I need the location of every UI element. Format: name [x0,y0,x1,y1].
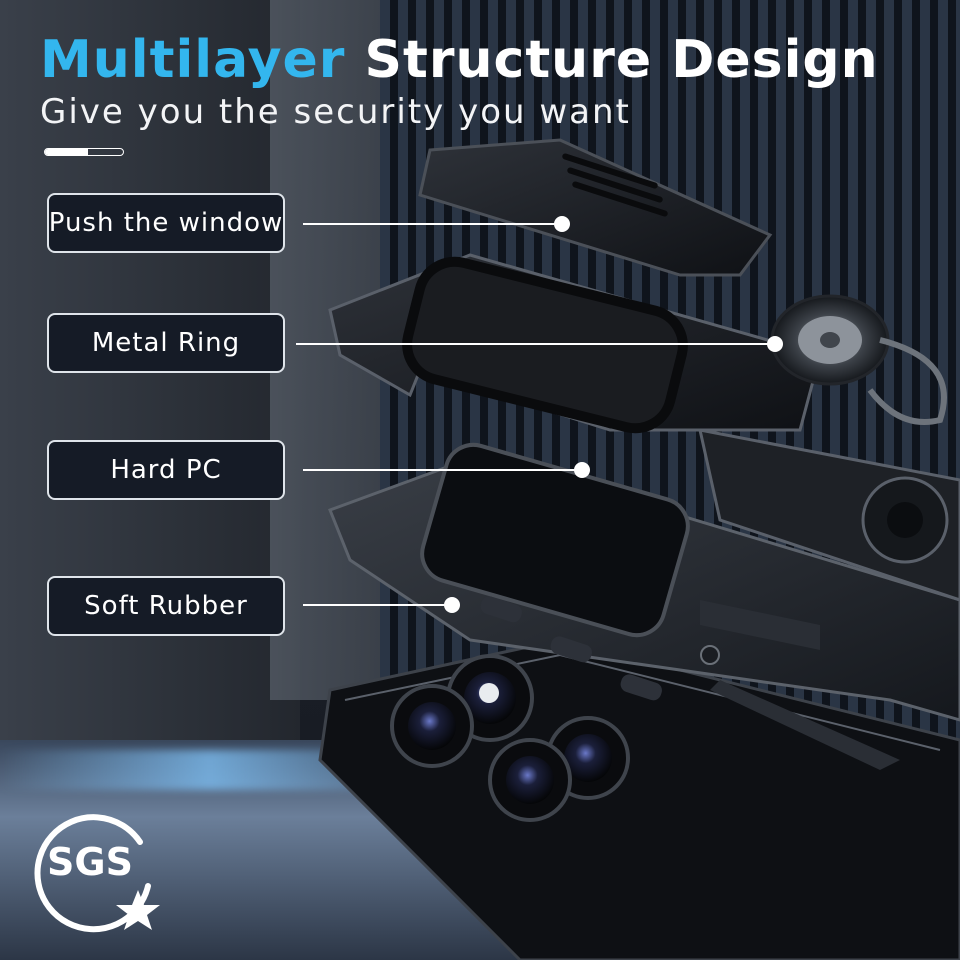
sgs-badge-text: SGS [47,840,133,884]
leader-line-hard-pc [303,469,581,471]
leader-dot-metal-ring [767,336,783,352]
title-rest: Structure Design [364,30,879,90]
slide-indicator-fill [45,149,88,155]
page-subtitle: Give you the security you want [40,92,631,132]
leader-dot-hard-pc [574,462,590,478]
leader-line-push-the-window [303,223,561,225]
leader-dot-push-the-window [554,216,570,232]
leader-line-metal-ring [296,343,774,345]
leader-dot-soft-rubber [444,597,460,613]
title-accent: Multilayer [40,30,346,90]
metal-ring [770,294,947,425]
label-soft-rubber: Soft Rubber [47,576,285,636]
label-metal-ring: Metal Ring [47,313,285,373]
label-hard-pc: Hard PC [47,440,285,500]
camera-module [390,654,630,822]
kickstand [698,428,960,602]
case-frame [328,253,822,434]
slide-indicator [44,148,124,156]
leader-line-soft-rubber [303,604,451,606]
sgs-badge [34,814,160,933]
page-title: Multilayer Structure Design [40,30,879,90]
hard-pc-shell [328,442,960,770]
star-icon [116,890,160,930]
label-push-the-window: Push the window [47,193,285,253]
camera-slide-window [418,138,773,277]
